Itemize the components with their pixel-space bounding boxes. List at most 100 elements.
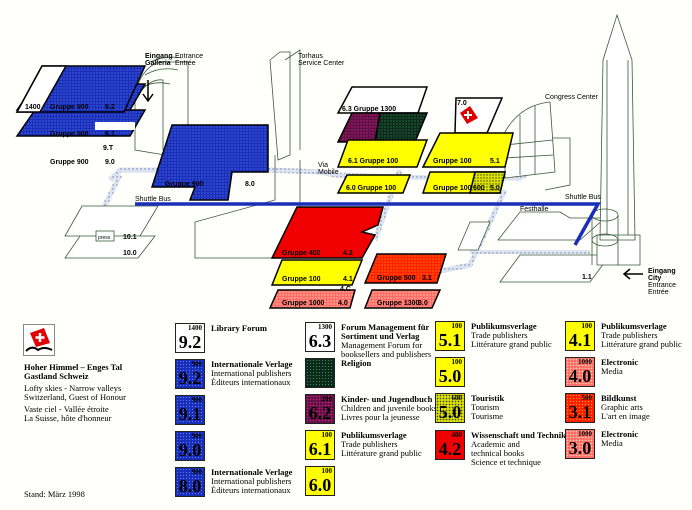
legend-line: International publishers bbox=[211, 476, 292, 486]
guest-de: Hoher Himmel – Enges Tal bbox=[24, 362, 123, 372]
shuttle-bus-label: Shuttle Bus bbox=[135, 196, 171, 203]
legend-line: Internationale Verlage bbox=[211, 467, 293, 477]
hall-4-2 bbox=[270, 206, 384, 259]
entrance-city-label: City bbox=[648, 275, 661, 282]
hall-6-2 bbox=[336, 112, 381, 143]
hall-5-1 bbox=[421, 132, 514, 168]
hall-label: 8.0 bbox=[245, 181, 255, 188]
entrance-label: Entrance bbox=[175, 53, 203, 60]
legend-line: Electronic bbox=[601, 357, 639, 367]
legend-line: Éditeurs internationaux bbox=[211, 377, 291, 387]
legend-hall: 4.0 bbox=[568, 366, 592, 386]
legend-line: Academic and bbox=[471, 439, 520, 449]
entrance-galleria-label: Galleria bbox=[145, 60, 171, 67]
legend-line: Tourisme bbox=[471, 411, 503, 421]
legend-line: Littérature grand public bbox=[341, 448, 422, 458]
legend-code: 100 bbox=[451, 358, 463, 366]
legend-line: Publikumsverlage bbox=[601, 321, 667, 331]
via-mobile-label: Mobile bbox=[318, 169, 339, 176]
hall-label: 600 bbox=[473, 185, 485, 192]
legend-line: Internationale Verlage bbox=[211, 359, 293, 369]
hall-label: 9.1 bbox=[105, 131, 115, 138]
legend-line: Trade publishers bbox=[471, 330, 528, 340]
legend-description: Religion bbox=[341, 359, 371, 368]
hall-label: 9.T bbox=[103, 145, 114, 152]
legend-code: 500 bbox=[581, 394, 593, 402]
legend-line: Bildkunst bbox=[601, 393, 637, 403]
swiss-flag-icon bbox=[460, 106, 478, 124]
legend-swatch-religion bbox=[305, 358, 335, 388]
messeturm-tower bbox=[596, 13, 641, 266]
legend-code: 1000 bbox=[578, 358, 592, 366]
legend-hall: 5.1 bbox=[438, 330, 462, 350]
legend-line: Publikumsverlage bbox=[341, 430, 407, 440]
legend-hall: 5.0 bbox=[438, 366, 462, 386]
legend-hall: 5.0 bbox=[438, 402, 462, 422]
legend-line: Wissenschaft und Technik bbox=[471, 430, 566, 440]
legend-code: 900 bbox=[191, 396, 203, 404]
legend-line: Trade publishers bbox=[601, 330, 658, 340]
festhalle-label: Festhalle bbox=[520, 206, 549, 213]
hall-label: Gruppe 1000 bbox=[282, 300, 325, 307]
hall-label: 1400 bbox=[25, 104, 41, 111]
legend-hall: 9.2 bbox=[178, 368, 202, 388]
hall-label: 10.0 bbox=[123, 250, 137, 257]
guest-fr: La Suisse, hôte d'honneur bbox=[24, 413, 112, 423]
legend-line: Library Forum bbox=[211, 323, 267, 333]
legend-line: Littérature grand public bbox=[601, 339, 682, 349]
legend-line: Sortiment und Verlag bbox=[341, 331, 420, 341]
guest-en: Switzerland, Guest of Honour bbox=[24, 392, 126, 402]
hall-6-1 bbox=[336, 139, 429, 168]
entrance-arrow-icon bbox=[622, 268, 643, 280]
hall-label: 6.3 Gruppe 1300 bbox=[342, 106, 396, 113]
legend-code: 600 bbox=[451, 394, 463, 402]
entrance-city-label: Entrance bbox=[648, 282, 676, 289]
hall-label: Gruppe 400 bbox=[282, 250, 321, 257]
legend-hall: 6.2 bbox=[308, 403, 332, 423]
hall-label: Gruppe 100 bbox=[433, 158, 472, 165]
hall-label: 1.1 bbox=[582, 274, 592, 281]
legend-hall: 8.0 bbox=[178, 476, 202, 496]
hall-label: 4.2 bbox=[343, 250, 353, 257]
legend-code: 200 bbox=[321, 395, 333, 403]
legend-code: 100 bbox=[451, 322, 463, 330]
legend-line: Media bbox=[601, 366, 623, 376]
legend-line: Touristik bbox=[471, 393, 505, 403]
legend-hall: 9.1 bbox=[178, 404, 202, 424]
legend-line: Media bbox=[601, 438, 623, 448]
shuttle-bus-route bbox=[135, 202, 601, 246]
legend-line: booksellers and publishers bbox=[341, 349, 432, 359]
hall-label: 3.1 bbox=[422, 275, 432, 282]
legend-hall: 9.2 bbox=[178, 332, 202, 352]
status-date: Stand: März 1998 bbox=[24, 489, 85, 499]
hall-label: 4.0 bbox=[338, 300, 348, 307]
legend-line: Science et technique bbox=[471, 457, 541, 467]
legend-line: International publishers bbox=[211, 368, 292, 378]
congress-center-label: Congress Center bbox=[545, 94, 599, 101]
guest-country-text: Hoher Himmel – Enges Tal Gastland Schwei… bbox=[24, 363, 126, 423]
hall-label: 9.2 bbox=[105, 104, 115, 111]
legend-line: Livres pour la jeunesse bbox=[341, 412, 420, 422]
hall-label: Gruppe 100 bbox=[433, 185, 472, 192]
legend-line: Trade publishers bbox=[341, 439, 398, 449]
congress-center-building bbox=[504, 101, 556, 179]
shuttle-bus-label: Shuttle Bus bbox=[565, 194, 601, 201]
legend-code: 100 bbox=[321, 431, 333, 439]
